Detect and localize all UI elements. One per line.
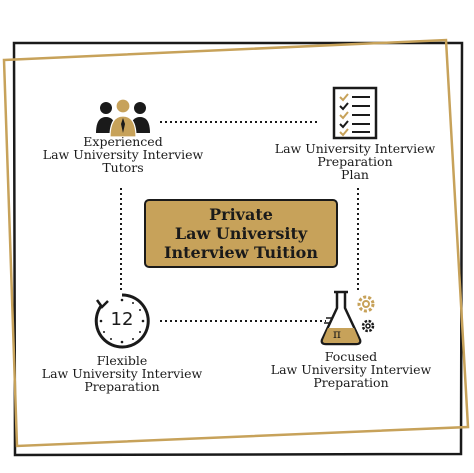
label-line: Preparation <box>84 379 160 394</box>
label-line: Law University Interview <box>42 147 204 162</box>
checklist-icon <box>332 86 378 140</box>
center-title-box: Private Law University Interview Tuition <box>144 199 338 268</box>
label-line: Flexible <box>96 353 148 368</box>
label-line: Preparation <box>313 375 389 390</box>
center-title-line: Law University <box>174 224 308 243</box>
center-title-line: Private <box>209 205 273 224</box>
center-title-line: Interview Tuition <box>164 243 318 262</box>
label-line: Law University Interview <box>274 141 436 156</box>
clock-12-icon: 12 <box>93 292 151 350</box>
label-line: Law University Interview <box>270 362 432 377</box>
svg-text:π: π <box>333 327 341 341</box>
clock-number: 12 <box>110 309 134 330</box>
label-experienced-tutors: Experienced Law University Interview Tut… <box>30 135 216 174</box>
label-line: Experienced <box>83 134 163 149</box>
label-flexible-preparation: Flexible Law University Interview Prepar… <box>29 354 215 393</box>
label-line: Focused <box>324 349 378 364</box>
label-line: Law University Interview <box>41 366 203 381</box>
label-preparation-plan: Law University Interview Preparation Pla… <box>262 142 448 181</box>
label-focused-preparation: Focused Law University Interview Prepara… <box>258 350 444 389</box>
black-frame <box>12 41 464 457</box>
label-line: Tutors <box>102 160 144 175</box>
label-line: Preparation <box>317 154 393 169</box>
gold-frame <box>2 38 470 448</box>
people-group-icon <box>96 98 150 138</box>
flask-gears-icon: π <box>320 290 375 346</box>
label-line: Plan <box>341 167 369 182</box>
